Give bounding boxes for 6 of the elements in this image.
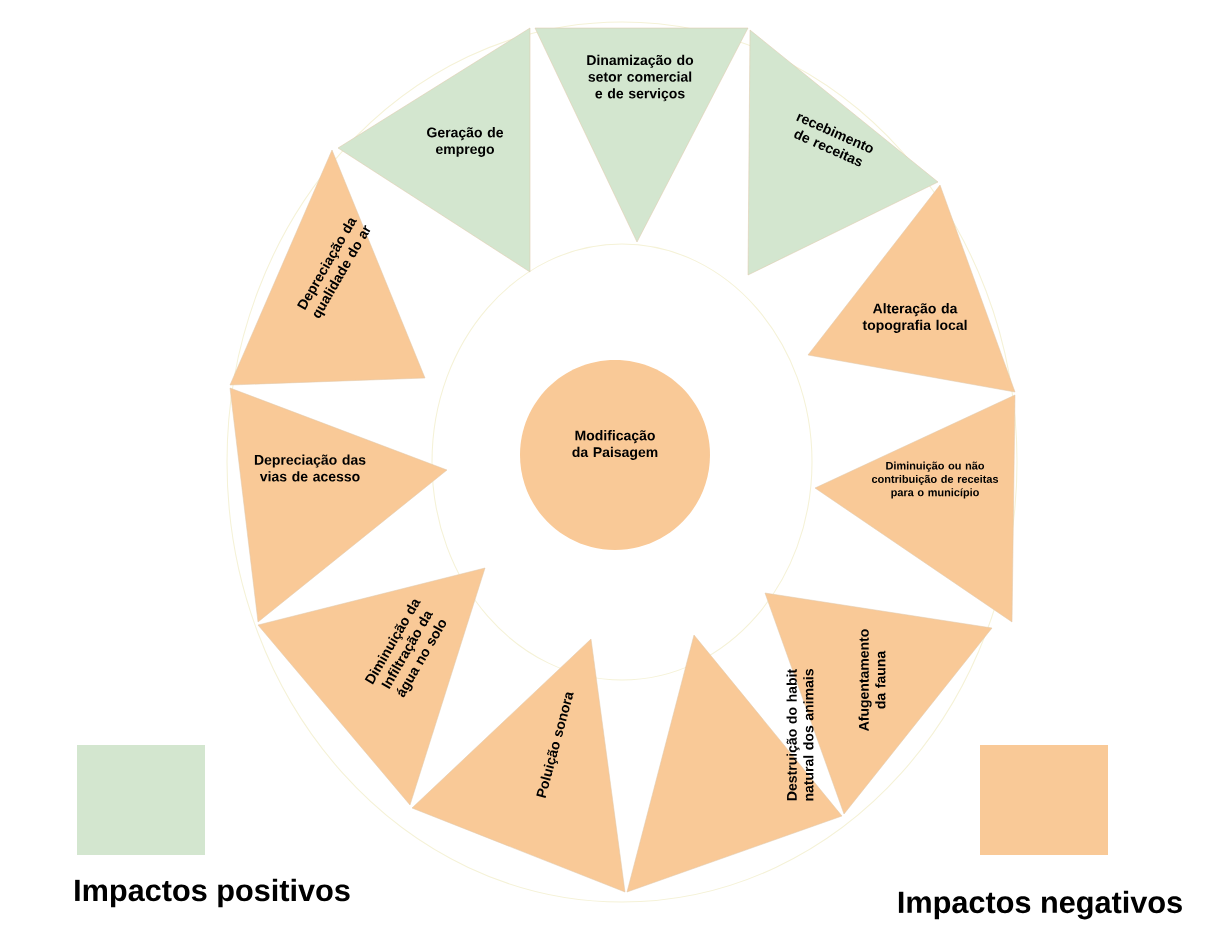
triangle-box: Destruição do habit natural dos animais: [626, 634, 843, 893]
triangle-box: Dinamização do setor comercial e de serviços: [534, 27, 749, 243]
triangle-box: Alteração da topografia local: [807, 184, 1016, 393]
legend-label: Impactos positivos: [75, 878, 350, 908]
legend-label: Impactos negativos: [898, 890, 1182, 920]
triangle-box: Diminuição ou não contribuição de receitas para o município: [814, 394, 1016, 623]
